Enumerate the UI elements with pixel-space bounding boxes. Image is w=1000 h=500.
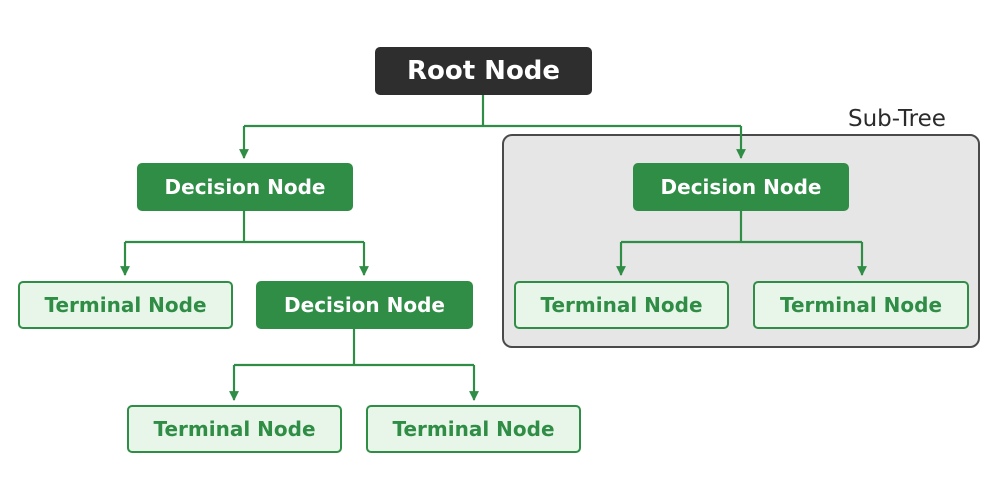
terminal-node-left: Terminal Node [18, 281, 233, 329]
connector-decision-mid [234, 329, 474, 367]
root-node: Root Node [375, 47, 592, 95]
connector-decision-right [621, 211, 862, 244]
connector-root [244, 95, 741, 128]
subtree-label: Sub-Tree [848, 106, 946, 132]
decision-node-left: Decision Node [137, 163, 353, 211]
terminal-node-bottom-2: Terminal Node [366, 405, 581, 453]
terminal-node-bottom-1: Terminal Node [127, 405, 342, 453]
decision-node-mid: Decision Node [256, 281, 473, 329]
decision-node-right: Decision Node [633, 163, 849, 211]
connector-decision-left [125, 211, 364, 244]
terminal-node-right-1: Terminal Node [514, 281, 729, 329]
terminal-node-right-2: Terminal Node [753, 281, 969, 329]
